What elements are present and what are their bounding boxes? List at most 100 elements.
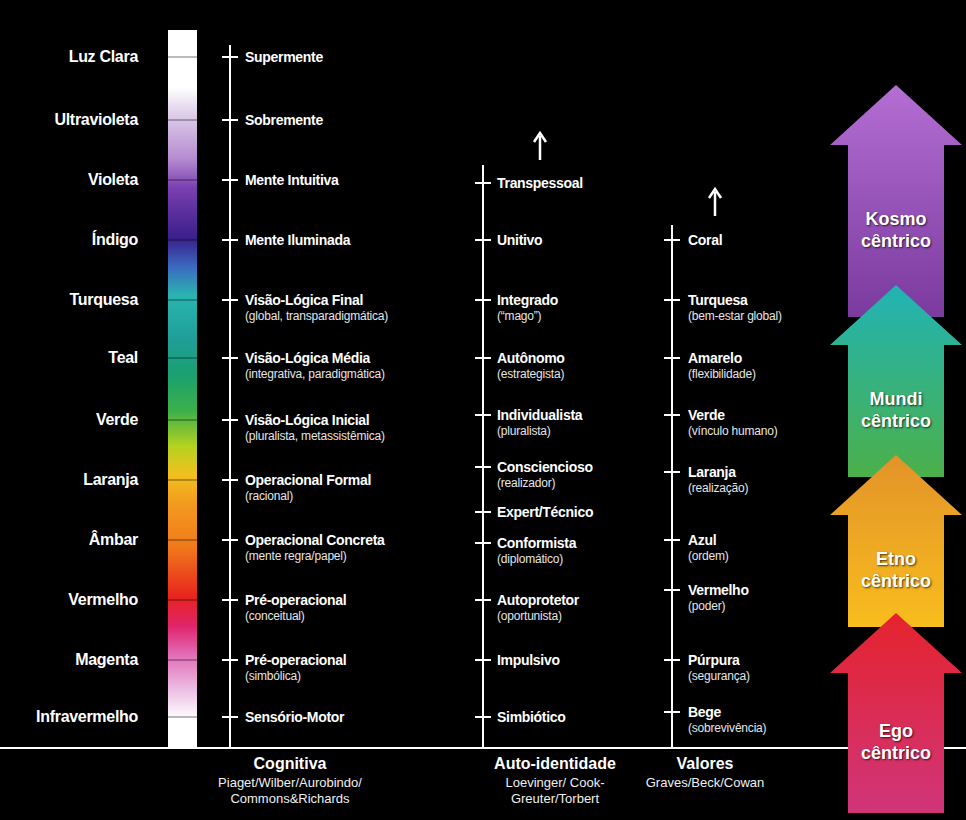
spectrum-label: Âmbar bbox=[0, 531, 138, 549]
spectrum-bar bbox=[168, 30, 197, 748]
axis-tick bbox=[475, 716, 491, 718]
scope-arrow: Ego cêntrico bbox=[830, 613, 962, 813]
level-label: Sobremente bbox=[245, 112, 323, 128]
axis-line bbox=[229, 45, 231, 748]
level-note: (integrativa, paradigmática) bbox=[245, 367, 385, 381]
level-label: Individualista bbox=[497, 407, 582, 423]
axis-tick bbox=[475, 466, 491, 468]
axis-tick bbox=[222, 299, 238, 301]
axis-tick bbox=[475, 239, 491, 241]
spectrum-tick bbox=[168, 119, 197, 120]
arrow-body bbox=[830, 85, 962, 317]
level-label: Integrado bbox=[497, 292, 558, 308]
axis-tick bbox=[222, 659, 238, 661]
level-label: Supermente bbox=[245, 49, 323, 65]
axis-tick bbox=[475, 414, 491, 416]
level-note: (segurança) bbox=[688, 669, 750, 683]
axis-tick bbox=[664, 357, 680, 359]
level-label: Operacional Concreta bbox=[245, 532, 385, 548]
spectrum-label: Violeta bbox=[0, 171, 138, 189]
scope-label: Etno cêntrico bbox=[850, 549, 942, 592]
axis-tick bbox=[222, 419, 238, 421]
axis-tick bbox=[222, 56, 238, 58]
level-note: (diplomático) bbox=[497, 552, 563, 566]
level-note: (estrategista) bbox=[497, 367, 564, 381]
spectrum-label: Teal bbox=[0, 349, 138, 367]
level-label: Laranja bbox=[688, 464, 736, 480]
arrow-body bbox=[830, 455, 962, 627]
up-arrow bbox=[709, 189, 721, 216]
axis-tick bbox=[475, 542, 491, 544]
axis-tick bbox=[664, 239, 680, 241]
spectrum-tick bbox=[168, 239, 197, 240]
axis-tick bbox=[222, 179, 238, 181]
level-label: Sensório-Motor bbox=[245, 709, 344, 725]
axis-tick bbox=[222, 119, 238, 121]
spectrum-label: Luz Clara bbox=[0, 48, 138, 66]
spectrum-tick bbox=[168, 419, 197, 420]
level-label: Mente Iluminada bbox=[245, 232, 350, 248]
spectrum-label: Infravermelho bbox=[0, 708, 138, 726]
arrow-shape bbox=[830, 455, 962, 627]
axis-tick bbox=[475, 357, 491, 359]
level-label: Autônomo bbox=[497, 350, 565, 366]
level-label: Consciencioso bbox=[497, 459, 593, 475]
scope-arrow: Kosmo cêntrico bbox=[830, 85, 962, 317]
spectrum-label: Verde bbox=[0, 411, 138, 429]
spectrum-tick bbox=[168, 539, 197, 540]
level-note: (pluralista) bbox=[497, 424, 551, 438]
spectrum-tick bbox=[168, 479, 197, 480]
level-label: Turquesa bbox=[688, 292, 748, 308]
column-title: Valores bbox=[605, 755, 805, 773]
level-label: Visão-Lógica Inicial bbox=[245, 412, 369, 428]
axis-tick bbox=[475, 659, 491, 661]
level-label: Expert/Técnico bbox=[497, 504, 593, 520]
axis-tick bbox=[222, 357, 238, 359]
spectrum-label: Magenta bbox=[0, 651, 138, 669]
axis-tick bbox=[222, 599, 238, 601]
arrow-body bbox=[830, 613, 962, 813]
spectrum-tick bbox=[168, 599, 197, 600]
level-label: Vermelho bbox=[688, 582, 749, 598]
arrow-shape bbox=[830, 285, 962, 477]
level-label: Mente Intuitiva bbox=[245, 172, 339, 188]
level-label: Visão-Lógica Final bbox=[245, 292, 363, 308]
level-note: (“mago”) bbox=[497, 309, 541, 323]
level-label: Visão-Lógica Média bbox=[245, 350, 370, 366]
level-label: Pré-operacional bbox=[245, 592, 346, 608]
spectrum-label: Índigo bbox=[0, 231, 138, 249]
level-label: Púrpura bbox=[688, 652, 740, 668]
column-title: Auto-identidade bbox=[455, 755, 655, 773]
spectrum-tick bbox=[168, 716, 197, 717]
axis-tick bbox=[664, 471, 680, 473]
level-note: (ordem) bbox=[688, 549, 729, 563]
axis-tick bbox=[222, 539, 238, 541]
level-label: Autoprotetor bbox=[497, 592, 579, 608]
level-note: (sobrevivência) bbox=[688, 721, 766, 735]
level-label: Amarelo bbox=[688, 350, 742, 366]
level-label: Pré-operacional bbox=[245, 652, 346, 668]
arrow-shape bbox=[830, 613, 962, 813]
spectrum-tick bbox=[168, 357, 197, 358]
spectrum-tick bbox=[168, 299, 197, 300]
level-label: Unitivo bbox=[497, 232, 542, 248]
level-note: (simbólica) bbox=[245, 669, 301, 683]
column-authors: Graves/Beck/Cowan bbox=[620, 775, 790, 791]
level-note: (bem-estar global) bbox=[688, 309, 782, 323]
arrow-shape bbox=[830, 85, 962, 317]
level-label: Transpessoal bbox=[497, 175, 583, 191]
spectrum-label: Turquesa bbox=[0, 291, 138, 309]
level-note: (poder) bbox=[688, 599, 725, 613]
arrow-body bbox=[830, 285, 962, 477]
level-label: Bege bbox=[688, 704, 721, 720]
level-note: (conceitual) bbox=[245, 609, 305, 623]
level-note: (oportunista) bbox=[497, 609, 562, 623]
axis-tick bbox=[475, 511, 491, 513]
axis-tick bbox=[664, 711, 680, 713]
scope-label: Kosmo cêntrico bbox=[850, 209, 942, 252]
level-note: (vínculo humano) bbox=[688, 424, 778, 438]
scope-arrow: Etno cêntrico bbox=[830, 455, 962, 627]
column-authors: Loevinger/ Cook-Greuter/Torbert bbox=[470, 775, 640, 808]
axis-tick bbox=[475, 599, 491, 601]
